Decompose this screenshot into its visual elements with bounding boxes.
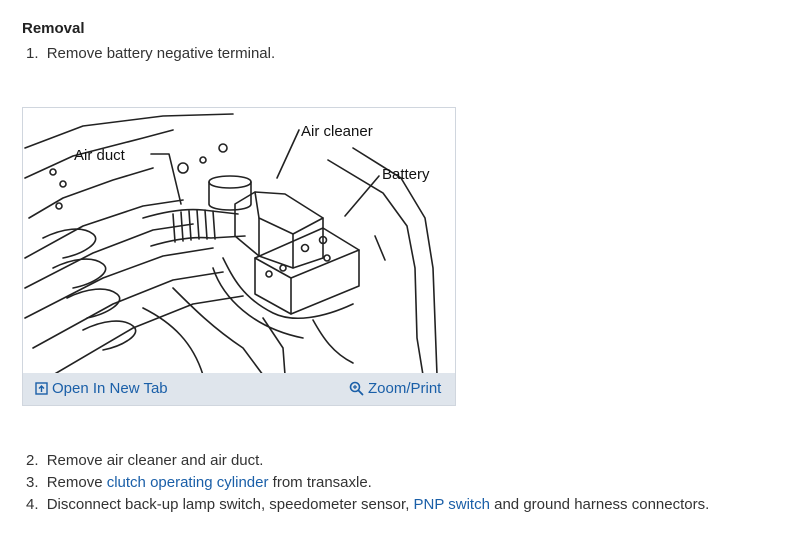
magnifier-zoom-icon: [349, 381, 364, 396]
clutch-operating-cylinder-link[interactable]: clutch operating cylinder: [106, 474, 269, 491]
step-text-after: from transaxle.: [268, 474, 372, 491]
step-3: 3. Remove clutch operating cylinder from…: [26, 474, 372, 491]
step-text-before: Disconnect back-up lamp switch, speedome…: [46, 496, 414, 513]
step-text: Remove air cleaner and air duct.: [46, 452, 264, 469]
zoom-print-button[interactable]: Zoom/Print: [349, 380, 441, 397]
open-in-new-tab-icon: [35, 382, 48, 395]
label-air-duct: Air duct: [74, 147, 126, 164]
step-text: Remove battery negative terminal.: [46, 45, 276, 62]
step-text-after: and ground harness connectors.: [489, 496, 710, 513]
figure-toolbar: Open In New Tab Zoom/Print: [23, 373, 455, 405]
step-4: 4. Disconnect back-up lamp switch, speed…: [26, 496, 709, 513]
step-number: 2.: [26, 452, 39, 469]
step-number: 4.: [26, 496, 39, 513]
step-text-before: Remove: [46, 474, 107, 491]
step-number: 3.: [26, 474, 39, 491]
zoom-print-label: Zoom/Print: [368, 380, 442, 397]
open-in-new-tab-label: Open In New Tab: [52, 380, 168, 397]
pnp-switch-link[interactable]: PNP switch: [413, 496, 490, 513]
open-in-new-tab-button[interactable]: Open In New Tab: [35, 380, 168, 397]
engine-bay-diagram: Air duct Air cleaner Battery: [24, 113, 438, 375]
step-number: 1.: [26, 45, 39, 62]
step-2: 2. Remove air cleaner and air duct.: [26, 452, 263, 469]
step-1: 1. Remove battery negative terminal.: [26, 45, 275, 62]
figure-container: Air duct Air cleaner Battery Open In New…: [22, 107, 456, 406]
label-battery: Battery: [382, 166, 430, 183]
label-air-cleaner: Air cleaner: [301, 123, 373, 140]
section-heading: Removal: [22, 20, 85, 37]
